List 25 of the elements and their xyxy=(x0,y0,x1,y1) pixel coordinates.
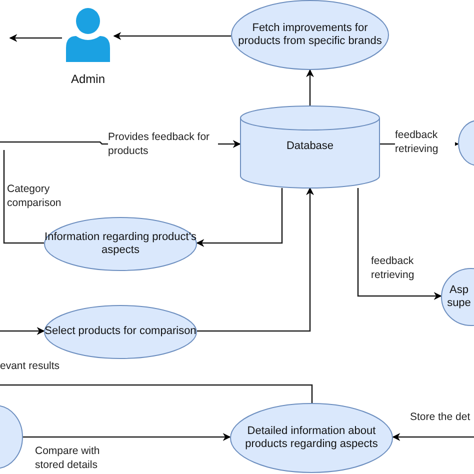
arrow xyxy=(113,32,231,40)
arrow xyxy=(0,327,45,335)
arrow xyxy=(357,188,442,300)
process-ellipse xyxy=(44,217,197,271)
database-cylinder xyxy=(240,106,380,188)
node-label: Fetch improvements for products from specific brands xyxy=(237,22,383,48)
process-ellipse xyxy=(231,0,389,70)
arrow xyxy=(23,433,231,441)
edge-label: Provides feedback for products xyxy=(108,131,218,158)
arrow xyxy=(9,34,62,42)
node-label: Asp supe xyxy=(446,284,472,310)
node-label: Select products for comparison xyxy=(44,325,196,339)
node-label: Information regarding product's aspects xyxy=(44,230,197,258)
node-label: Database xyxy=(286,140,334,154)
node-label: Detailed information about products regarding aspects xyxy=(244,424,379,452)
connector-line xyxy=(0,384,313,403)
arrow xyxy=(306,69,314,106)
arrow xyxy=(196,188,283,247)
edge-label: feedback retrieving xyxy=(395,129,455,156)
connector-line xyxy=(3,150,44,244)
process-ellipse xyxy=(230,403,393,473)
actor-label: Admin xyxy=(70,72,105,86)
arrow xyxy=(392,433,474,441)
arrow xyxy=(197,187,314,332)
process-ellipse xyxy=(44,305,197,359)
